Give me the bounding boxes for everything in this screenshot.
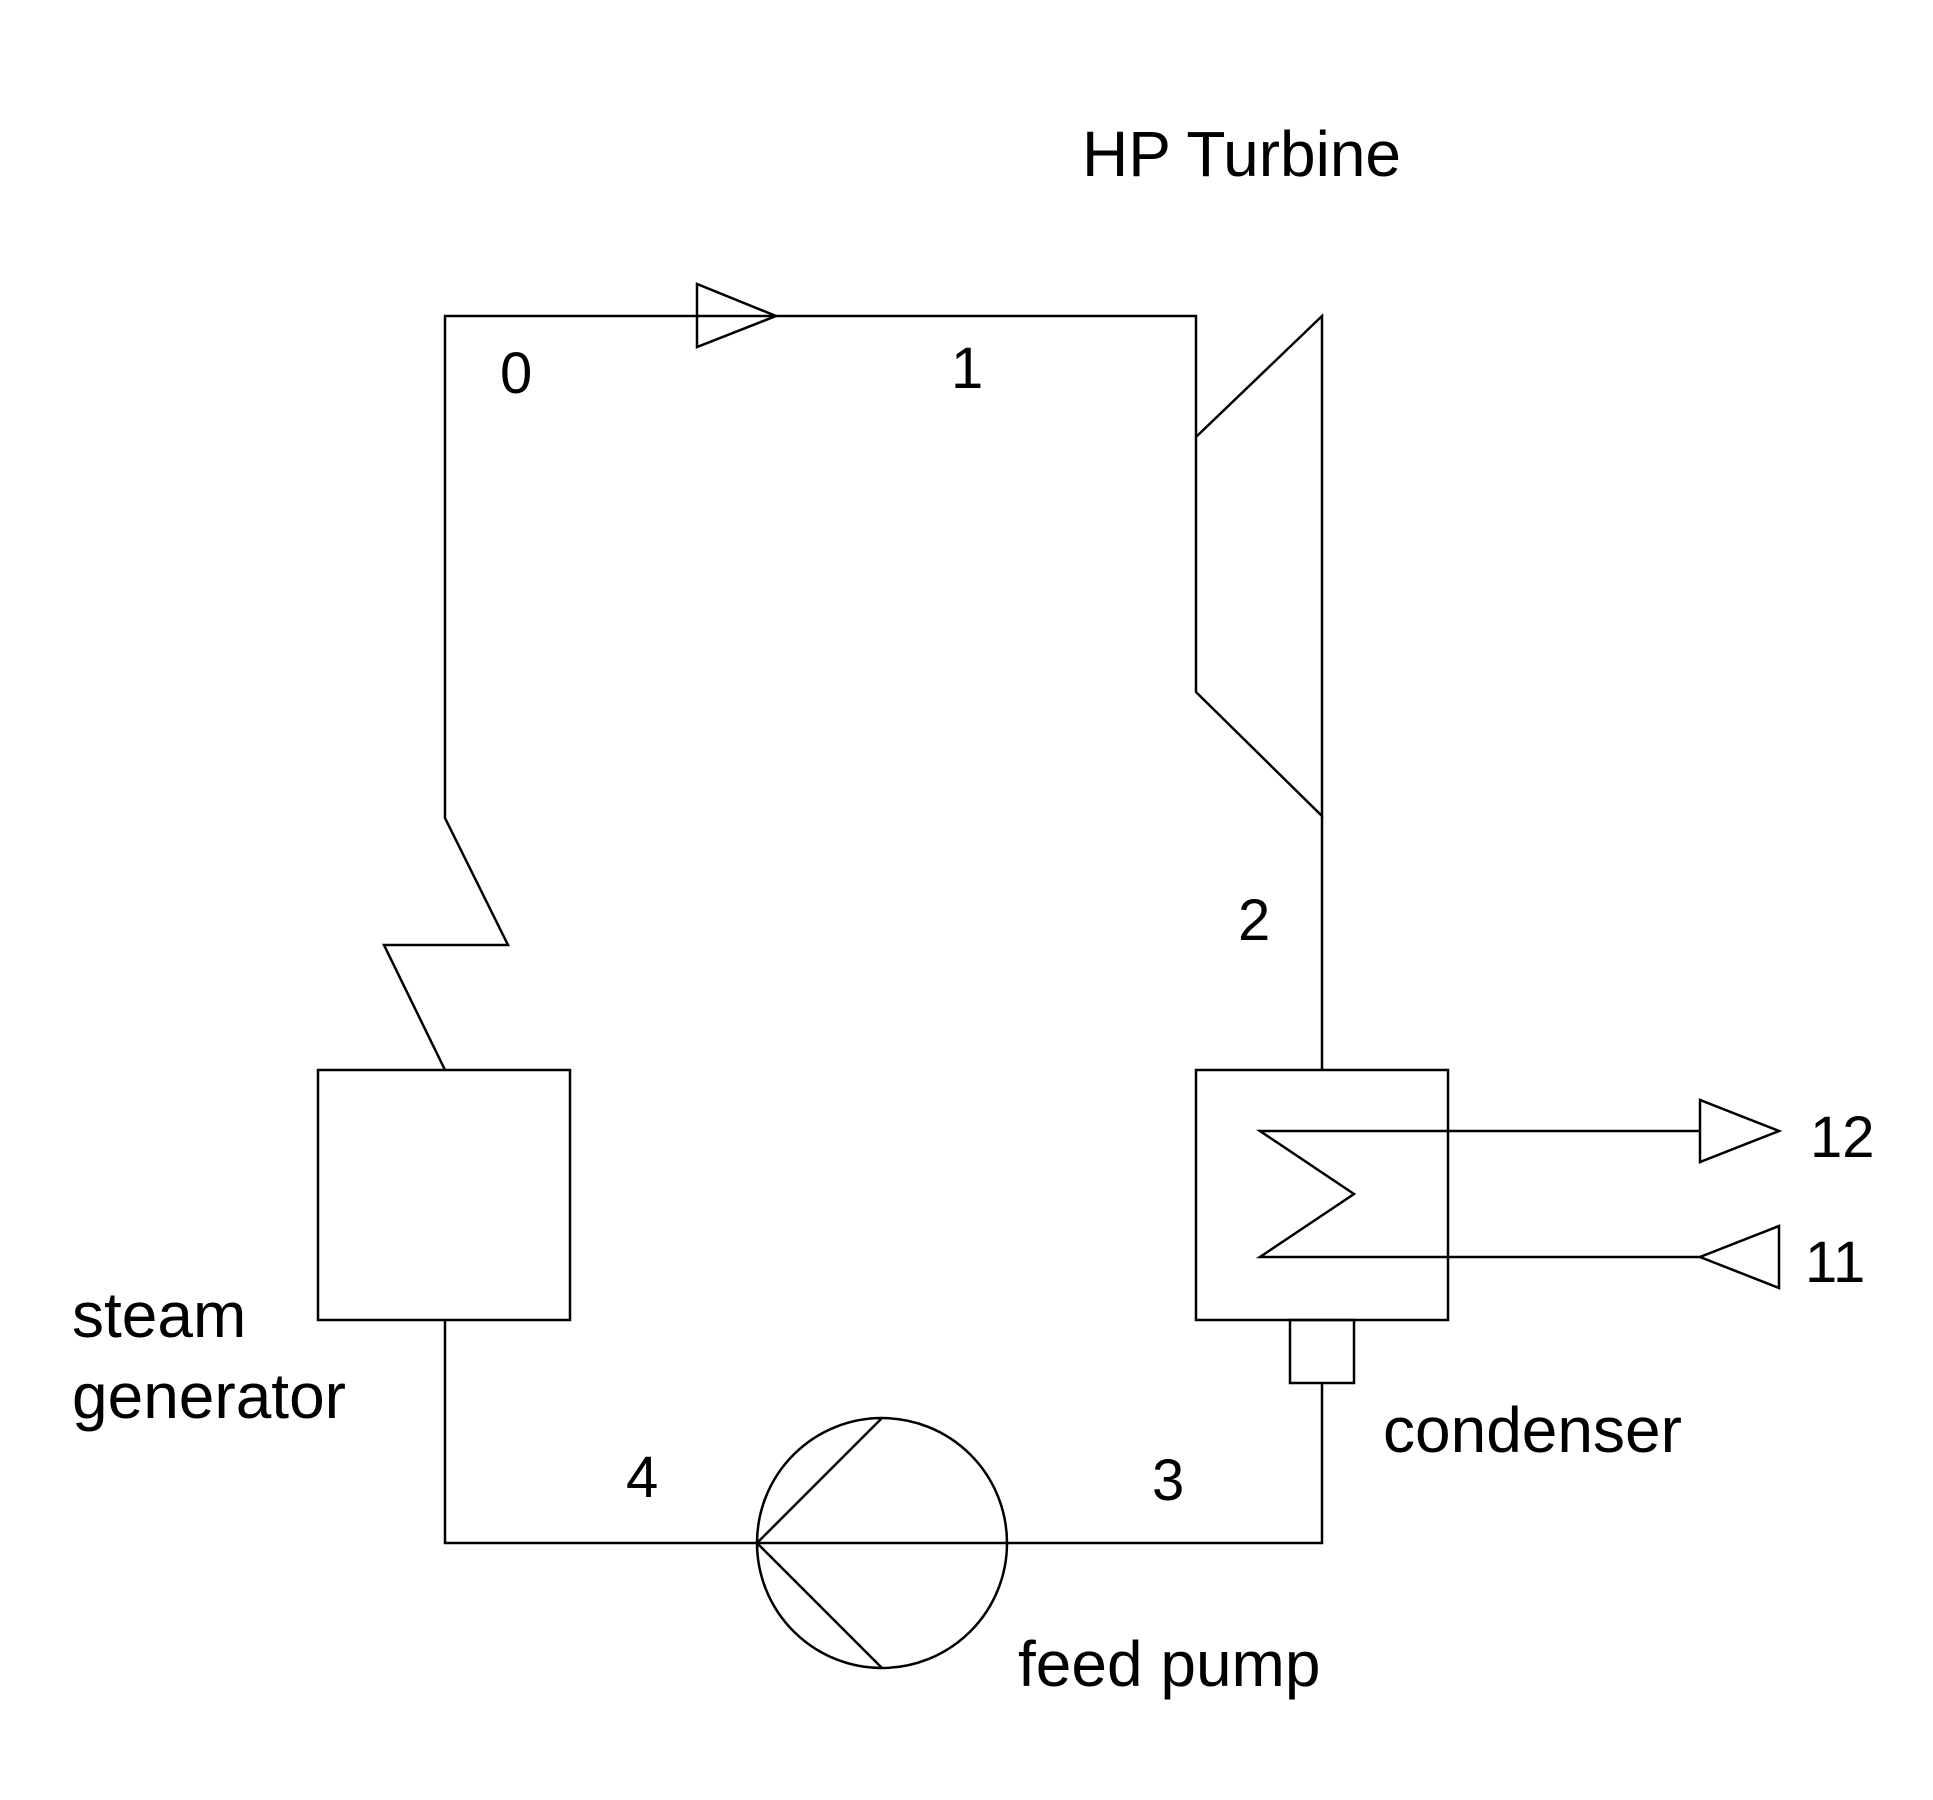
steam-generator-label-line1: steam (72, 1279, 246, 1351)
state-11-label: 11 (1805, 1230, 1865, 1295)
feedwater-line (443, 1320, 1324, 1545)
feed-pump-wedge (755, 1417, 883, 1669)
flow-arrow-steam-icon (695, 282, 780, 349)
state-4-label: 4 (626, 1445, 658, 1510)
state-12-label: 12 (1810, 1105, 1875, 1170)
condenser-hotwell (1288, 1318, 1356, 1385)
state-1-label: 1 (951, 336, 983, 401)
hp-turbine-symbol (1194, 313, 1324, 819)
state-3-label: 3 (1152, 1448, 1184, 1513)
cooling-water-out-arrow-icon (1698, 1098, 1783, 1164)
state-2-label: 2 (1238, 888, 1270, 953)
condenser-coil (1255, 1129, 1700, 1259)
steam-generator-label-line2: generator (72, 1360, 346, 1432)
steam-generator-symbol (316, 1068, 572, 1322)
condenser-label: condenser (1383, 1394, 1682, 1466)
condenser-symbol (1194, 1068, 1450, 1322)
cooling-water-in-arrow-icon (1696, 1224, 1781, 1290)
feed-pump-label: feed pump (1018, 1628, 1320, 1700)
state-0-label: 0 (500, 341, 532, 406)
hp-turbine-label: HP Turbine (1082, 118, 1401, 190)
steam-line (381, 314, 1198, 1071)
